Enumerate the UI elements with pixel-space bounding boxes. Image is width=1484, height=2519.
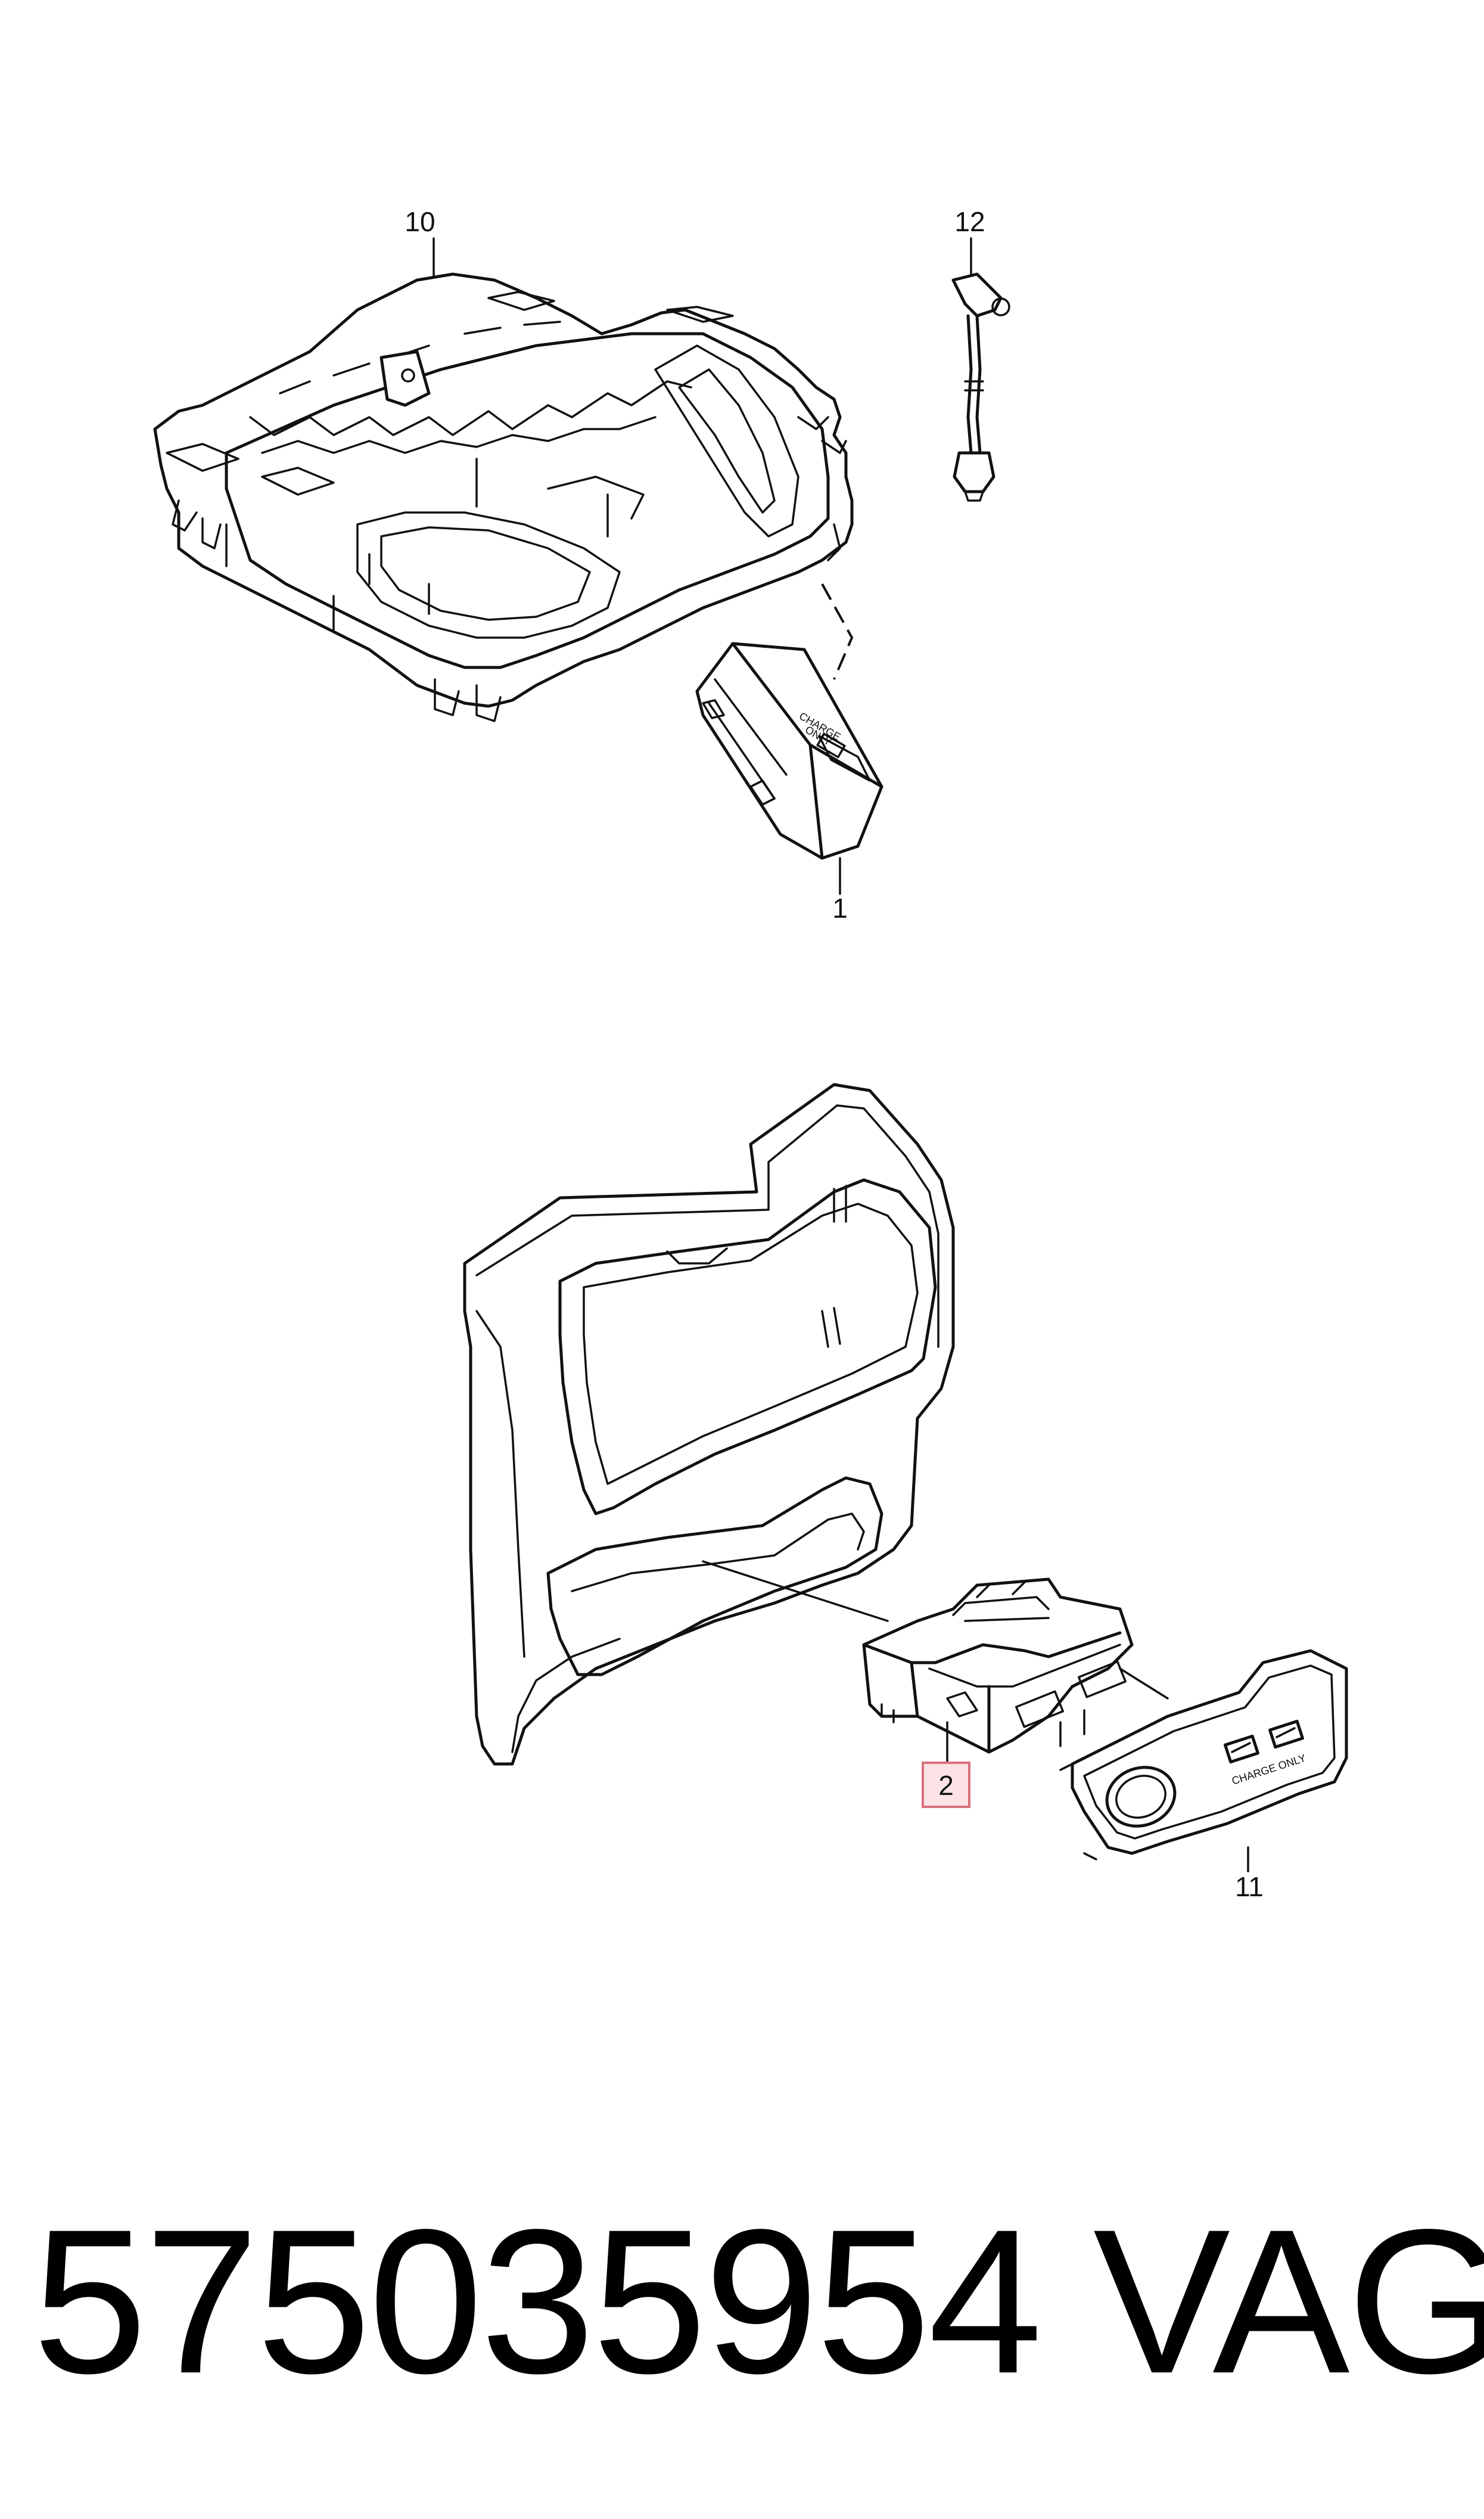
svg-text:12: 12 xyxy=(954,206,985,237)
part-10-console-frame xyxy=(153,272,854,722)
part-12-cable xyxy=(951,272,1010,502)
part-11-usb-bezel: CHARGE ONLY xyxy=(1059,1649,1348,1860)
svg-text:2: 2 xyxy=(938,1770,954,1801)
svg-text:10: 10 xyxy=(405,206,435,237)
part-number: 575035954 xyxy=(33,2187,1043,2416)
svg-text:11: 11 xyxy=(1235,1871,1264,1902)
callout-11: 11 xyxy=(1235,1846,1264,1902)
brand-name: VAG xyxy=(1093,2187,1484,2416)
rear-console-trim xyxy=(463,1083,955,1766)
part-2-usb-charger xyxy=(862,1577,1169,1754)
callout-10: 10 xyxy=(405,206,435,278)
callout-2[interactable]: 2 xyxy=(922,1721,970,1808)
callout-12: 12 xyxy=(954,206,985,277)
callout-1: 1 xyxy=(832,857,848,924)
svg-text:1: 1 xyxy=(832,893,848,924)
part-1-usb-module: CHARGE ONLY xyxy=(695,642,883,860)
